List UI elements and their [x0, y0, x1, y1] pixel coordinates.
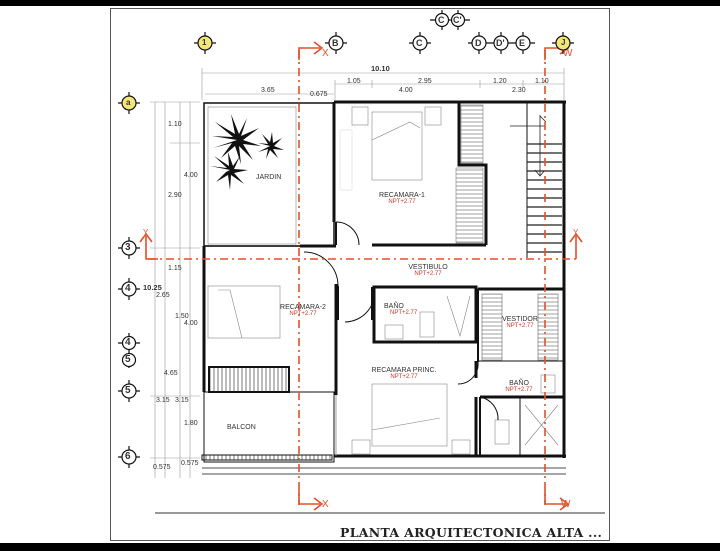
dim-left-total: 10.25	[143, 283, 162, 292]
dim-top-d2: 0.675	[310, 91, 328, 98]
dim-left-v5: 2.65	[156, 292, 170, 299]
dim-left-v1: 1.10	[168, 121, 182, 128]
section-label-w-top: W	[563, 48, 573, 59]
closet-rec1-upper	[460, 104, 484, 164]
palm-trees-icon	[210, 114, 284, 190]
walls	[201, 100, 566, 475]
section-label-y-right: Y	[573, 228, 579, 237]
room-npt: NPT+2.77	[289, 311, 317, 317]
room-recamara-principal: RECAMARA PRINC. NPT+2.77	[366, 367, 442, 380]
room-name: RECAMARA PRINC.	[371, 367, 437, 374]
dim-left-v4: 1.15	[168, 265, 182, 272]
dim-top-d7: 1.10	[535, 78, 549, 85]
dim-top-d1: 3.65	[261, 87, 275, 94]
axis-label-d-prime: D'	[496, 38, 505, 48]
room-npt: NPT+2.77	[506, 323, 534, 329]
axis-label-3: 3	[125, 242, 131, 253]
dim-left-v12: 0.575	[153, 464, 171, 471]
dim-top-d3: 1.05	[347, 78, 361, 85]
room-jardin: JARDIN	[256, 174, 281, 181]
furniture	[207, 106, 559, 455]
room-name: BAÑO	[509, 380, 529, 387]
room-npt: NPT+2.77	[390, 374, 418, 380]
axis-label-b: B	[332, 38, 339, 48]
room-name: VESTIDOR	[502, 316, 538, 323]
axis-label-c2: C	[438, 15, 445, 25]
dim-top-d4: 2.95	[418, 78, 432, 85]
axis-label-4b: 4	[125, 337, 131, 348]
section-label-x-top: X	[322, 48, 329, 59]
room-npt: NPT+2.77	[505, 387, 533, 393]
axis-label-6: 6	[125, 451, 131, 462]
room-bano-2: BAÑO NPT+2.77	[502, 380, 536, 393]
room-bano-1: BAÑO NPT+2.77	[384, 303, 417, 316]
dim-top-d6: 1.20	[493, 78, 507, 85]
dim-left-v8: 4.65	[164, 370, 178, 377]
drawing-title: PLANTA ARQUITECTONICA ALTA ...	[340, 525, 603, 540]
section-label-y-left: Y	[143, 228, 149, 237]
axis-label-e: E	[519, 38, 526, 48]
dim-left-v7: 4.00	[184, 320, 198, 327]
dim-top-d5: 4.00	[399, 87, 413, 94]
dim-left-v9: 3.15	[156, 397, 170, 404]
room-name: RECAMARA-2	[280, 304, 326, 311]
room-name: BAÑO	[384, 303, 404, 310]
room-name: JARDIN	[256, 174, 282, 181]
axis-label-4a: 4	[125, 283, 131, 294]
room-name: BALCON	[227, 424, 256, 431]
closet-rec1-lower	[455, 167, 484, 244]
room-balcon: BALCON	[227, 424, 256, 431]
section-label-x-bottom: X	[322, 499, 329, 510]
room-recamara-2: RECAMARA-2 NPT+2.77	[273, 304, 333, 317]
dim-left-v2: 4.00	[184, 172, 198, 179]
section-label-w-bottom: W	[561, 499, 571, 510]
axis-label-5a: 5	[125, 354, 131, 365]
axis-label-c-prime: C'	[453, 15, 462, 25]
top-dimensions	[201, 68, 565, 100]
room-npt: NPT+2.77	[390, 310, 418, 316]
dim-left-v10: 3.15	[175, 397, 189, 404]
axis-label-d: D	[475, 38, 482, 48]
dim-left-v13: 0.575	[181, 460, 199, 467]
axis-markers	[118, 10, 574, 468]
axis-label-5b: 5	[125, 385, 131, 396]
axis-label-1: 1	[202, 38, 207, 47]
dim-left-v6: 1.50	[175, 313, 189, 320]
room-npt: NPT+2.77	[388, 199, 416, 205]
dim-top-d8: 2.30	[512, 87, 526, 94]
room-name: RECAMARA-1	[379, 192, 425, 199]
dim-top-total: 10.10	[371, 64, 390, 73]
dim-left-v3: 2.90	[168, 192, 182, 199]
room-vestidor: VESTIDOR NPT+2.77	[500, 316, 540, 329]
drawing-frame	[110, 8, 610, 541]
drawing-sheet	[0, 6, 720, 543]
axis-label-j: J	[561, 38, 566, 47]
doors	[303, 221, 499, 421]
axis-label-a: a	[126, 98, 131, 107]
room-recamara-1: RECAMARA-1 NPT+2.77	[372, 192, 432, 205]
dim-left-v11: 1.80	[184, 420, 198, 427]
room-vestibulo: VESTIBULO NPT+2.77	[398, 264, 458, 277]
axis-label-c: C	[416, 38, 423, 48]
room-npt: NPT+2.77	[414, 271, 442, 277]
room-name: VESTIBULO	[408, 264, 448, 271]
left-dimensions	[150, 101, 200, 478]
